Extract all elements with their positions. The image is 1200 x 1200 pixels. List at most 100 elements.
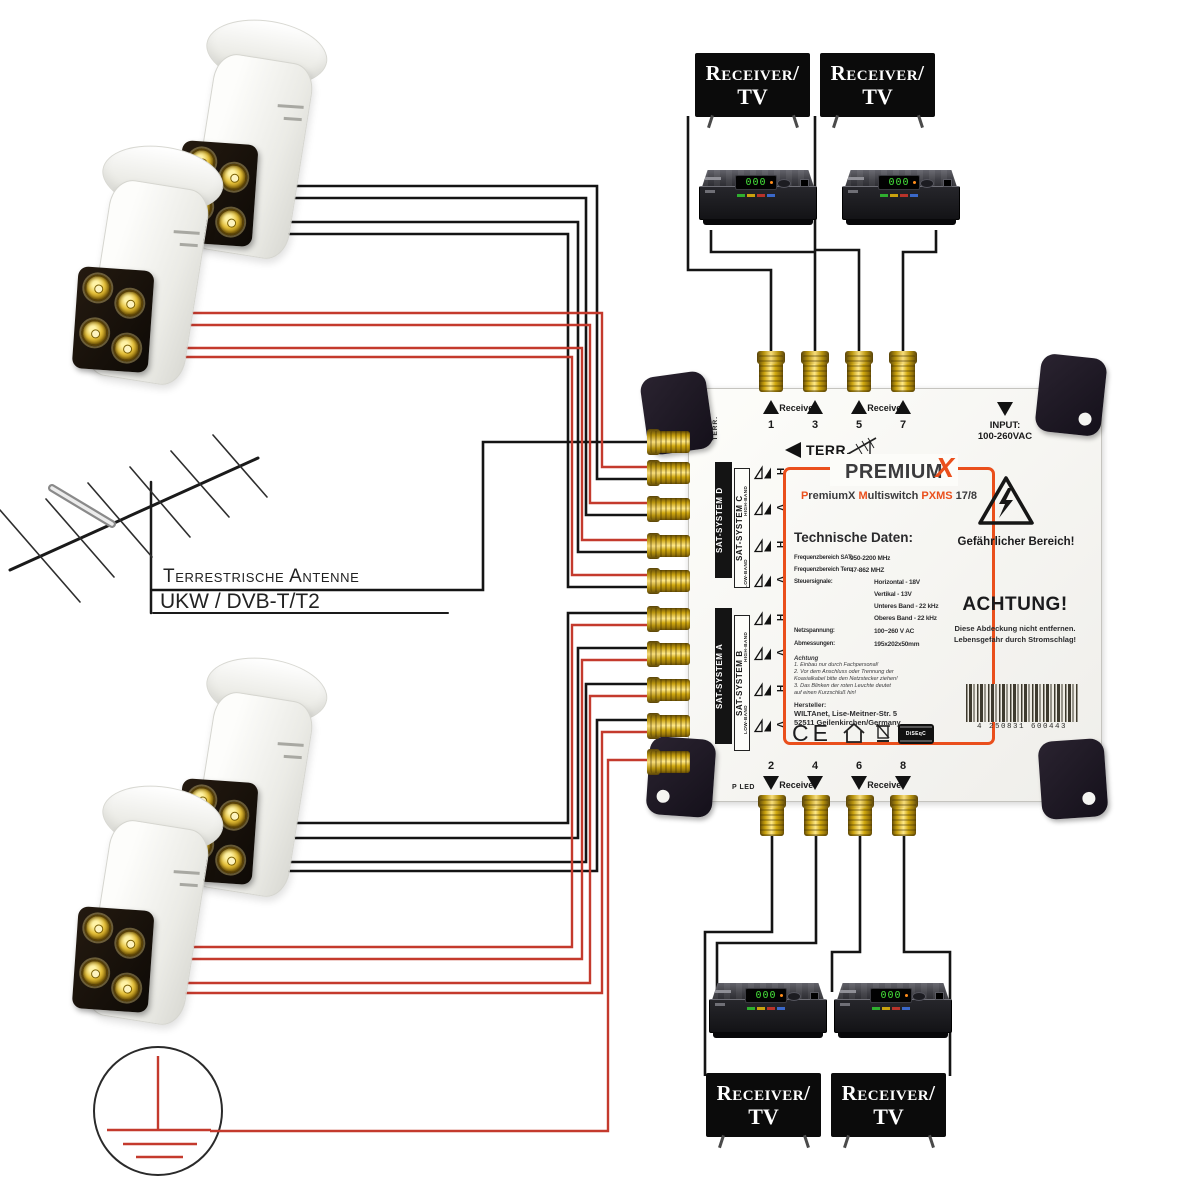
output-wire-3 (709, 230, 817, 360)
receiver-front-panel (834, 999, 952, 1033)
receiver-output-connector-1 (757, 351, 785, 392)
receiver-base (838, 1032, 948, 1038)
lnb-f-connector (83, 273, 113, 303)
receiver-logo-mark (848, 177, 864, 180)
danger-area-label: Gefährlicher Bereich! (957, 536, 1075, 548)
subtitle-part: PXMS (921, 490, 956, 502)
tech-label: Frequenzbereich SAT: (794, 555, 853, 561)
lnb-f-connector (115, 288, 145, 318)
polarization-triangles-icon (753, 465, 771, 480)
tv-label-line1: Receiver/ (841, 1081, 936, 1105)
arrow-up-icon (763, 400, 779, 414)
sat-input-connector (647, 606, 690, 632)
polarization-triangles-icon (753, 611, 771, 626)
weee-bin-icon (876, 723, 890, 742)
receiver-output-connector-4 (802, 795, 830, 836)
tv-label-line2: TV (862, 84, 893, 109)
receiver-led-strip (747, 1007, 785, 1010)
polarization-triangles-icon (753, 538, 771, 553)
manufacturer-info: Hersteller: WILTAnet, Lise-Meitner-Str. … (794, 702, 984, 727)
tech-row: Frequenzbereich Terr:47-862 MHZ (794, 567, 992, 579)
receiver-logo-mark (840, 990, 856, 993)
notice-line: 1. Einbau nur durch Fachpersonal! (794, 662, 879, 668)
subtitle-part: M (858, 490, 868, 502)
notice-line: auf einen Kurzschluß hin! (794, 690, 857, 696)
lnb-f-connector (83, 913, 113, 943)
port-number: 4 (811, 760, 819, 772)
notice-title: Achtung (794, 656, 819, 662)
multiswitch-premiumx-pxms-17-8: TERR. Receiver Receiver 1 3 5 7 INPUT: 1… (688, 388, 1102, 802)
high-voltage-warning-icon (978, 476, 1034, 525)
output-wire-5 (813, 116, 861, 360)
ground-symbol (93, 1046, 223, 1176)
receiver-tv-box-bottom-left: Receiver/ TV (706, 1073, 821, 1137)
output-wire-4 (715, 820, 818, 992)
tech-label: Abmessungen: (794, 641, 835, 647)
lnb-f-connector (112, 973, 142, 1003)
lnb-f-connector (80, 318, 110, 348)
tech-value: Unteres Band - 22 kHz (874, 603, 939, 610)
port-number: 2 (767, 760, 775, 772)
barcode-number: 4 250831 600443 (976, 723, 1067, 731)
subtitle-part: 17/8 (955, 490, 978, 502)
sat-input-connector (647, 568, 690, 594)
warning-line: Lebensgefahr durch Stromschlag! (953, 635, 1077, 644)
receiver-display: 000 (878, 175, 920, 190)
tech-value: Oberes Band - 22 kHz (874, 615, 937, 622)
lnb-connector-plate (71, 906, 155, 1014)
tech-row: Frequenzbereich SAT:950-2200 MHz (794, 555, 992, 567)
terrestrial-antenna-title: Terrestrische Antenne (163, 566, 360, 587)
tv-label-line2: TV (873, 1104, 904, 1129)
receiver-label: Receiver (867, 403, 905, 413)
polarization-triangles-icon (753, 501, 771, 516)
receiver-logo-mark (715, 1003, 725, 1006)
subtitle-part: P (800, 490, 809, 502)
arrow-down-icon (997, 402, 1013, 416)
sat-input-connector (647, 713, 690, 739)
receiver-front-panel (699, 186, 817, 220)
sat-input-connector (647, 496, 690, 522)
terr-antenna-glyph (847, 437, 877, 456)
mounting-bracket (1037, 737, 1109, 821)
coax-wire-lnb-b4 (158, 355, 690, 577)
receiver-output-connector-8 (890, 795, 918, 836)
terr-input-connector (647, 429, 690, 455)
arrow-up-icon (851, 400, 867, 414)
receiver-logo-mark (840, 1003, 850, 1006)
manufacturer-title: Hersteller: (794, 702, 827, 709)
receiver-port (800, 179, 809, 187)
coax-wire-lnb-c1 (245, 611, 690, 825)
sat-system-a-label: SAT-SYSTEM A (715, 608, 732, 744)
sat-system-d-label: SAT-SYSTEM D (715, 462, 732, 578)
receiver-port (935, 992, 944, 1000)
warning-line: Diese Abdeckung nicht entfernen. (954, 624, 1076, 633)
receiver-label: Receiver (779, 780, 817, 790)
coax-wire-lnb-c4 (245, 718, 690, 873)
diseqc-logo: DiSEqC (898, 724, 934, 744)
tech-label: Frequenzbereich Terr: (794, 567, 853, 573)
tv-label-line1: Receiver/ (830, 61, 925, 85)
receiver-led-strip (872, 1007, 910, 1010)
coax-wire-lnb-a1 (245, 184, 690, 481)
polarization-triangles-icon (753, 718, 771, 733)
output-wire-1 (686, 116, 773, 360)
arrow-down-icon (895, 776, 911, 790)
input-label: INPUT: (989, 420, 1021, 431)
tech-label: Netzspannung: (794, 628, 835, 634)
tech-value: 47-862 MHZ (850, 567, 885, 574)
receiver-logo-mark (705, 177, 721, 180)
sat-receiver-top-left: 000 (699, 170, 817, 227)
tech-row: Steuersignale:Horizontal - 18V (794, 579, 992, 591)
manufacturer-line: WILTAnet, Lise-Meitner-Str. 5 (794, 709, 898, 718)
manufacturer-line: 52511 Geilenkirchen/Germany (794, 718, 901, 727)
port-number: 5 (855, 419, 863, 431)
product-subtitle: PremiumX Multiswitch PXMS 17/8 (786, 490, 992, 502)
polarization-triangles-icon (753, 682, 771, 697)
receiver-led-strip (880, 194, 918, 197)
coax-wire-lnb-a2 (247, 196, 690, 517)
tv-label-line1: Receiver/ (716, 1081, 811, 1105)
receiver-logo-mark (705, 190, 715, 193)
coax-wire-lnb-c3 (243, 682, 690, 864)
